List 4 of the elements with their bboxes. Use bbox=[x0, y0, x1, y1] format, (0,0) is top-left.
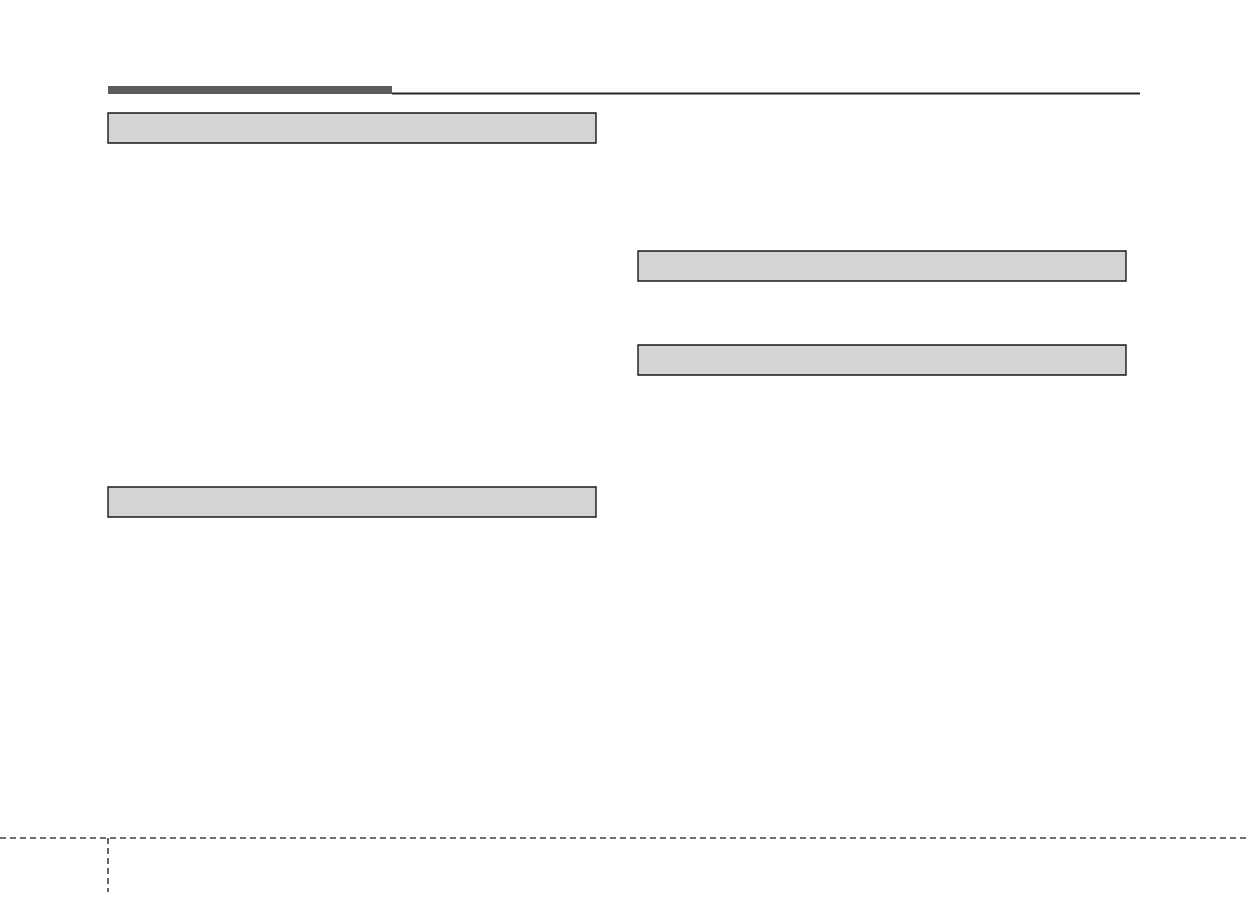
section-heading-bar bbox=[637, 344, 1127, 376]
section-heading-bar bbox=[637, 250, 1127, 282]
section-heading-bar bbox=[107, 486, 597, 518]
section-heading-bar bbox=[107, 112, 597, 144]
